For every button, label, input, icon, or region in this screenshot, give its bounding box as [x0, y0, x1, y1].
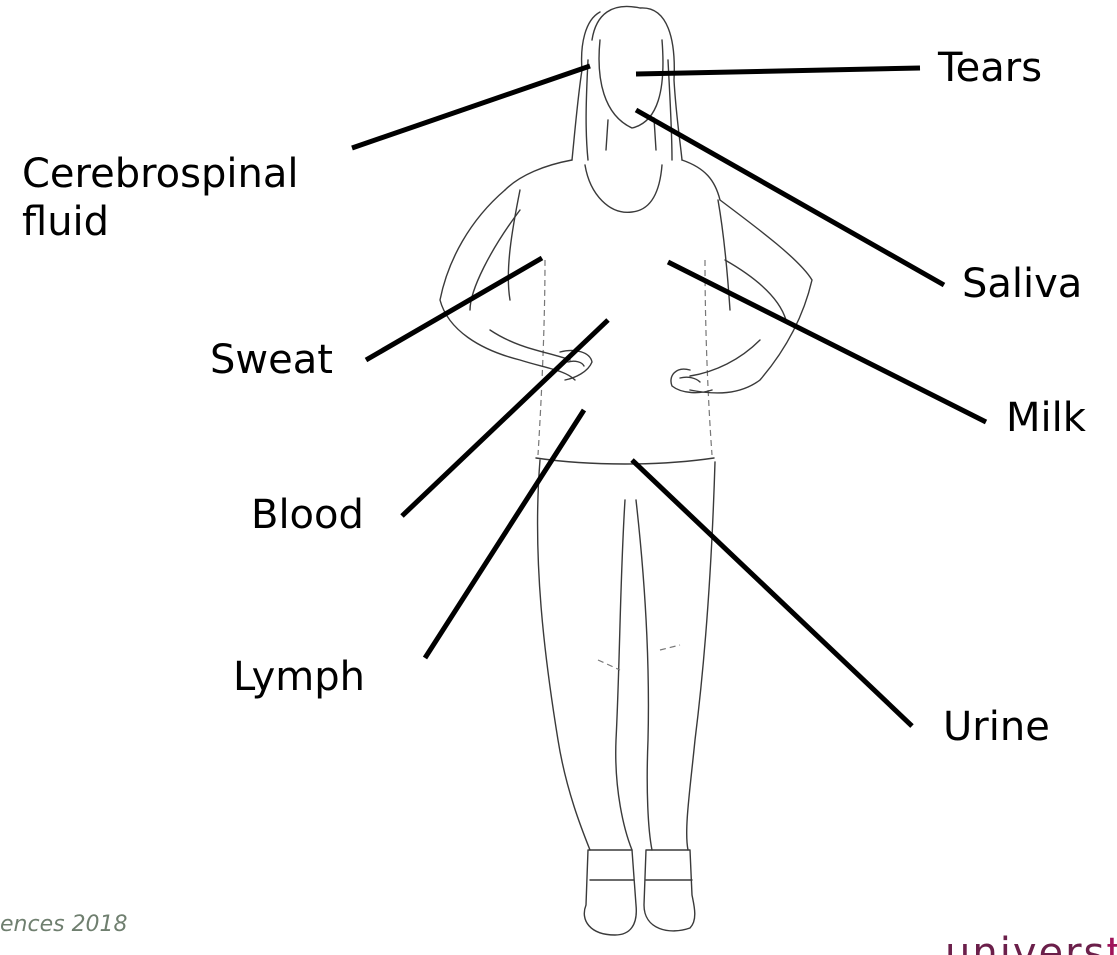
footer-credit: ences 2018: [0, 912, 128, 937]
label-milk: Milk: [1006, 394, 1086, 442]
label-blood: Blood: [251, 491, 364, 539]
right-arm: [690, 200, 812, 393]
label-csf-line1: Cerebrospinal: [22, 150, 298, 198]
neckline: [585, 118, 662, 212]
leader-csf: [352, 66, 590, 148]
left-arm: [440, 190, 575, 380]
logo-accent-text: ti: [1106, 930, 1117, 955]
torso-outline: [505, 160, 730, 310]
label-sweat: Sweat: [210, 336, 333, 384]
label-urine: Urine: [943, 703, 1050, 751]
left-hand: [560, 350, 592, 380]
hair-outline: [572, 6, 682, 160]
label-lymph: Lymph: [233, 653, 365, 701]
left-leg: [538, 460, 632, 850]
right-boot: [644, 850, 695, 931]
leader-urine: [632, 460, 912, 726]
leader-tears: [636, 68, 920, 74]
label-cerebrospinal-fluid: Cerebrospinal fluid: [22, 150, 298, 246]
leg-knee-marks: [598, 645, 680, 670]
label-tears: Tears: [938, 44, 1042, 92]
shirt-side-right: [705, 260, 712, 455]
shirt-hem: [536, 458, 714, 464]
right-leg: [636, 462, 715, 850]
left-boot: [584, 850, 636, 935]
leader-saliva: [636, 110, 944, 285]
leader-sweat: [366, 258, 542, 360]
leader-milk: [668, 262, 986, 422]
leader-lymph: [425, 410, 584, 658]
face-outline: [599, 40, 663, 128]
university-logo: universti: [945, 930, 1117, 955]
shirt-side-left: [538, 260, 545, 455]
logo-main-text: univers: [945, 930, 1106, 955]
label-csf-line2: fluid: [22, 198, 298, 246]
label-saliva: Saliva: [962, 260, 1082, 308]
